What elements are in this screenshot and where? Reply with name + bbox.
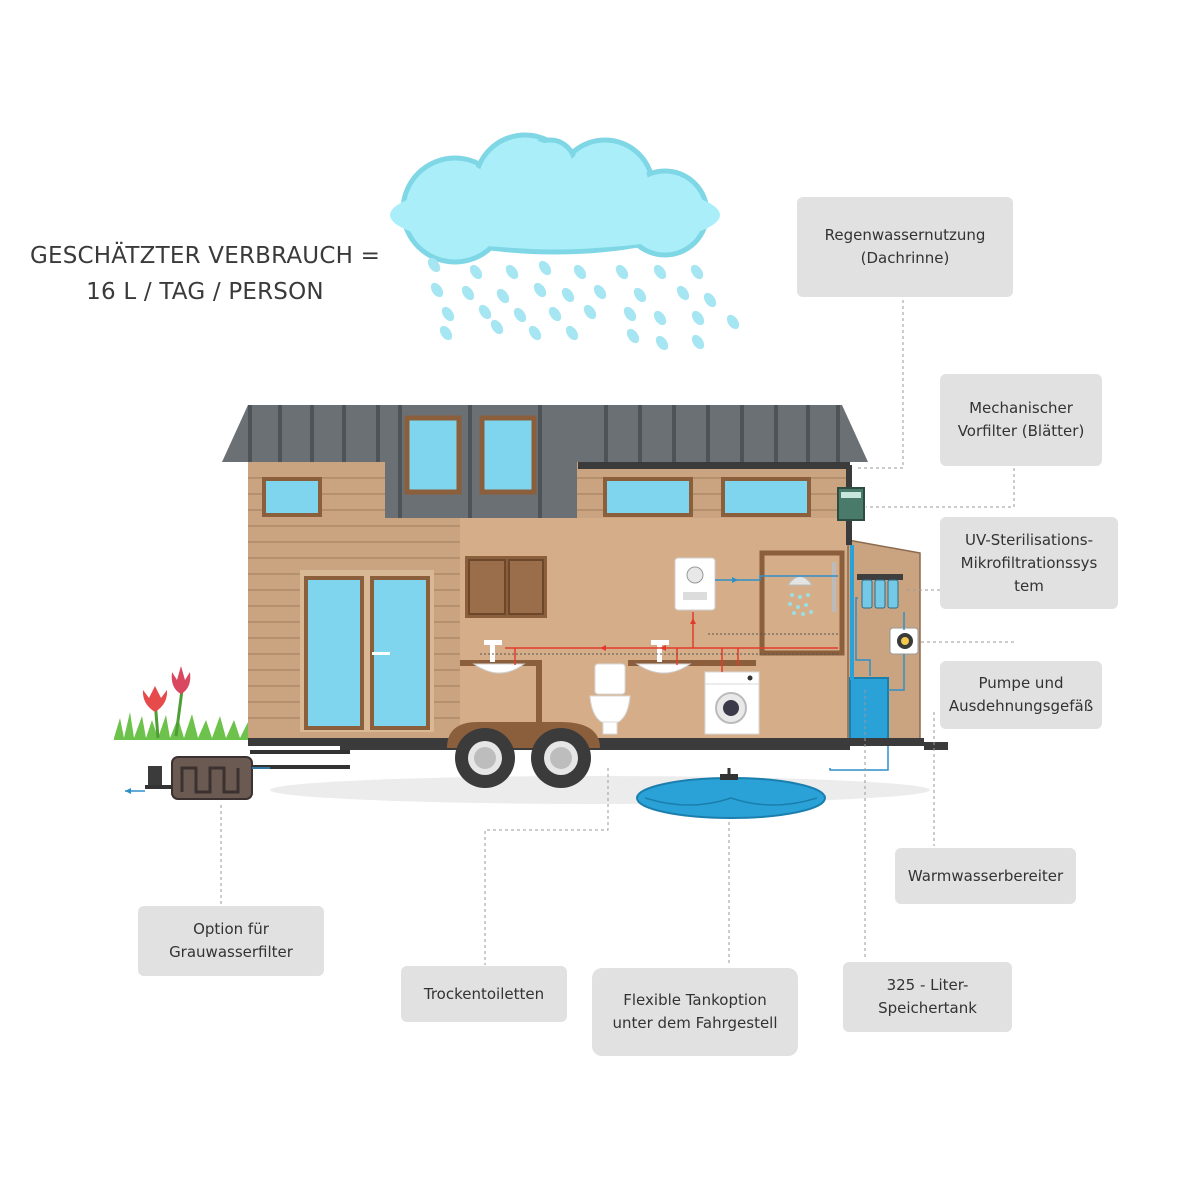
headline-line-1: GESCHÄTZTER VERBRAUCH = xyxy=(29,243,381,269)
label-rainwater-use: Regenwassernutzung (Dachrinne) xyxy=(797,197,1013,297)
label-dry-toilets: Trockentoiletten xyxy=(401,966,567,1022)
label-toilets-line-1: Trockentoiletten xyxy=(423,984,545,1003)
leader-lines xyxy=(220,300,1015,965)
label-uv-line-3: tem xyxy=(1014,576,1044,595)
tiny-house xyxy=(222,405,948,788)
ground-shadow xyxy=(270,776,930,804)
headline-line-2: 16 L / TAG / PERSON xyxy=(86,279,324,305)
tulips xyxy=(142,666,191,739)
label-water-heater: Warmwasserbereiter xyxy=(895,848,1076,904)
label-storage-tank: 325 - Liter- Speichertank xyxy=(843,962,1012,1032)
flexible-tank xyxy=(636,768,826,819)
label-uv-line-1: UV-Sterilisations- xyxy=(964,530,1094,549)
label-uv-line-2: Mikrofiltrationssys xyxy=(960,553,1098,572)
label-flexible-tank: Flexible Tankoption unter dem Fahrgestel… xyxy=(592,968,798,1056)
label-storage-line-2: Speichertank xyxy=(878,999,977,1017)
label-greywater-line-1: Option für xyxy=(193,920,269,938)
rain-drops xyxy=(427,257,740,351)
label-greywater-line-2: Grauwasserfilter xyxy=(169,943,293,961)
label-rainwater-line-1: Regenwassernutzung xyxy=(824,226,986,244)
label-flex-tank-line-2: unter dem Fahrgestell xyxy=(612,1014,778,1032)
label-greywater-filter: Option für Grauwasserfilter xyxy=(138,906,324,976)
greywater-tank xyxy=(125,756,350,800)
label-storage-line-1: 325 - Liter- xyxy=(886,976,969,994)
label-heater-line-1: Warmwasserbereiter xyxy=(907,866,1064,885)
label-mechanical-prefilter: Mechanischer Vorfilter (Blätter) xyxy=(940,374,1102,466)
label-prefilter-line-1: Mechanischer xyxy=(969,399,1073,417)
label-flex-tank-line-1: Flexible Tankoption xyxy=(623,991,767,1009)
label-pump-line-1: Pumpe und xyxy=(978,674,1064,692)
grass xyxy=(114,712,248,740)
consumption-headline: GESCHÄTZTER VERBRAUCH = 16 L / TAG / PER… xyxy=(10,238,400,310)
rain-cloud xyxy=(390,132,720,265)
label-pump-line-2: Ausdehnungsgefäß xyxy=(948,697,1094,715)
label-uv-sterilisation: UV-Sterilisations- Mikrofiltrationssys t… xyxy=(940,517,1118,609)
label-pump-expansion-vessel: Pumpe und Ausdehnungsgefäß xyxy=(940,661,1102,729)
label-rainwater-line-2: (Dachrinne) xyxy=(860,249,950,267)
label-prefilter-line-2: Vorfilter (Blätter) xyxy=(957,422,1085,440)
